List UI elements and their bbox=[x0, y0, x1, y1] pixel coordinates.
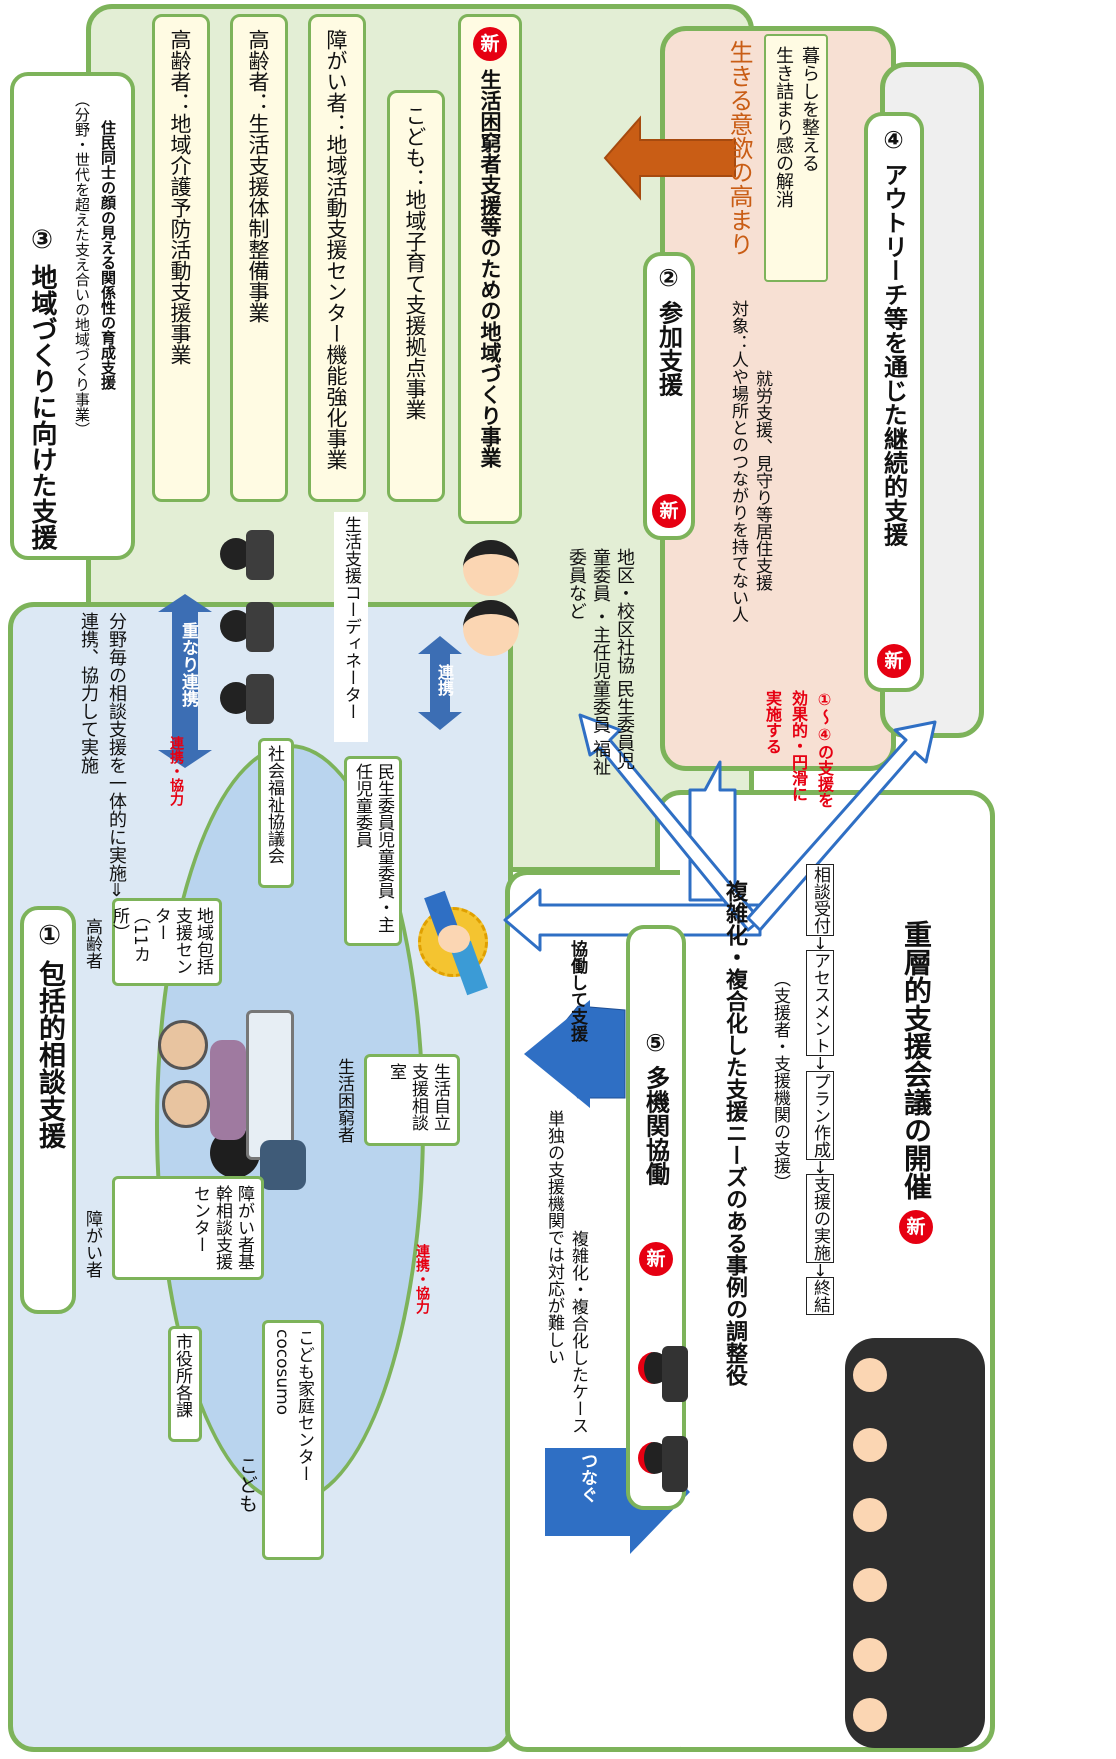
children-box: こども家庭センター cocosumo bbox=[262, 1320, 324, 1560]
elderly-label: 高齢者 bbox=[82, 918, 102, 969]
coordinators-illustration bbox=[210, 530, 280, 740]
effective-note: ①～④の支援を 効果的・円滑に 実施する bbox=[760, 690, 836, 810]
item-elderly-support-system: 高齢者：生活支援体制整備事業 bbox=[230, 14, 288, 502]
new-badge: 新 bbox=[639, 1242, 673, 1276]
section5-header: ⑤ 多機関協働 新 bbox=[626, 925, 686, 1510]
flow-step: アセスメント bbox=[806, 950, 834, 1057]
meeting-group-illustration bbox=[845, 1338, 985, 1748]
renkei-arrow bbox=[418, 636, 462, 730]
cases-line1: 単独の支援機関では対応が難しい bbox=[544, 1110, 564, 1365]
item-elderly-prevention: 高齢者：地域介護予防活動支援事業 bbox=[152, 14, 210, 502]
elderly-box: 地域包括支援センター（11カ所） bbox=[109, 898, 222, 986]
kasanari-label: 重なり連携 bbox=[178, 622, 198, 707]
welfare-commissioner-box: 民生委員児童委員・主任児童委員 bbox=[344, 756, 402, 946]
children-label: こども bbox=[236, 1456, 258, 1513]
poverty-box: 生活自立支援相談室 bbox=[364, 1054, 460, 1146]
box-line1: 暮らしを整える bbox=[799, 46, 820, 172]
box-line2: 生き詰まり感の解消 bbox=[773, 46, 794, 208]
note-line1: ①～④の支援を bbox=[815, 690, 834, 808]
motivation-text: 生きる意欲の高まり bbox=[725, 40, 753, 256]
item-poverty-text: 生活困窮者支援等のための地域づくり事業 bbox=[478, 69, 502, 468]
renkei-top: 連携・協力 bbox=[168, 736, 184, 806]
renkei-bottom: 連携・協力 bbox=[414, 1244, 430, 1314]
section1-header: ① 包括的相談支援 bbox=[20, 906, 76, 1314]
flow-arrow: → bbox=[810, 1262, 830, 1277]
flow-step: 相談受付 bbox=[806, 864, 834, 936]
support-note: （支援者・支援機関の支援） bbox=[770, 970, 790, 1191]
staff-illustration bbox=[632, 1346, 692, 1506]
meeting-row: 重層的支援会議の開催 新 bbox=[896, 920, 936, 1300]
note-line3: 実施する bbox=[763, 690, 782, 754]
section2-header: ② 参加支援 新 bbox=[643, 252, 695, 540]
community-members-illustration bbox=[455, 540, 535, 660]
new-badge: 新 bbox=[652, 494, 686, 528]
council-box: 社会福祉協議会 bbox=[258, 738, 294, 888]
section3-subtitle2: 住民同士の顔の見える関係性の育成支援 bbox=[99, 120, 117, 390]
kyodo-arrow-head bbox=[524, 1000, 590, 1108]
participation-target: 対象：人や場所とのつながりを持てない人 bbox=[728, 300, 748, 623]
item-poverty-community: 新 生活困窮者支援等のための地域づくり事業 bbox=[458, 14, 522, 524]
new-badge: 新 bbox=[473, 27, 507, 61]
city-office-box: 市役所各課 bbox=[168, 1326, 202, 1442]
counselor-illustration bbox=[150, 1010, 310, 1190]
new-badge: 新 bbox=[877, 644, 911, 678]
flow-step: プラン作成 bbox=[806, 1070, 834, 1160]
flow-arrow: → bbox=[810, 1056, 830, 1071]
disability-box: 障がい者基幹相談支援センター bbox=[112, 1176, 264, 1280]
white-radial-arrows bbox=[503, 713, 937, 952]
coordinator-label: 生活支援コーディネーター bbox=[334, 512, 368, 742]
participation-detail: 就労支援、見守り等居住支援 bbox=[752, 370, 772, 591]
poverty-label: 生活困窮者 bbox=[334, 1058, 354, 1143]
item-children-hub: こども：地域子育て支援拠点事業 bbox=[387, 90, 445, 502]
kasanari-arrow bbox=[158, 594, 212, 768]
section1-desc: 分野毎の相談支援を一体的に実施⇒連携、協力して実施 bbox=[78, 612, 127, 898]
section2-title: ② 参加支援 bbox=[654, 264, 683, 397]
section3-subtitle: （分野・世代を超えた支え合いの地域づくり事業） bbox=[73, 92, 91, 437]
item-disability-center: 障がい者：地域活動支援センター機能強化事業 bbox=[308, 14, 366, 502]
tsunagu-label: つなぐ bbox=[577, 1452, 597, 1503]
renkei-label: 連携 bbox=[435, 664, 454, 696]
orange-arrow bbox=[603, 115, 736, 201]
meeting-title: 重層的支援会議の開催 bbox=[900, 920, 933, 1200]
motivation-box: 暮らしを整える 生き詰まり感の解消 bbox=[764, 34, 828, 282]
coordinator-role: 複雑化・複合化した支援ニーズのある事例の調整役 bbox=[722, 880, 747, 1386]
community-members-label: 地区・校区社協 民生委員児童委員 ・主任児童委員 福祉委員など bbox=[566, 548, 635, 776]
disability-label: 障がい者 bbox=[82, 1210, 102, 1278]
section1-title: ① 包括的相談支援 bbox=[34, 920, 65, 1150]
note-line2: 効果的・円滑に bbox=[789, 690, 808, 802]
handshake-icon bbox=[408, 890, 498, 996]
flow-arrow: → bbox=[810, 936, 830, 951]
new-badge: 新 bbox=[899, 1210, 933, 1244]
section4-title: ④ アウトリーチ等を通じた継続的支援 bbox=[879, 126, 908, 547]
flow-arrow: → bbox=[810, 1159, 830, 1174]
section5-title: ⑤ 多機関協働 bbox=[641, 1029, 670, 1186]
flow-step: 終結 bbox=[806, 1277, 834, 1315]
process-flow: 相談受付 → アセスメント → プラン作成 → 支援の実施 → 終結 bbox=[806, 864, 834, 1315]
section4-header: ④ アウトリーチ等を通じた継続的支援 新 bbox=[864, 112, 924, 692]
section3-header: ③ 地域づくりに向けた支援 bbox=[10, 72, 135, 560]
section3-title: ③ 地域づくりに向けた支援 bbox=[27, 224, 57, 550]
flow-step: 支援の実施 bbox=[806, 1173, 834, 1263]
kyodo-label: 協働して支援 bbox=[567, 940, 587, 1042]
cases-line2: 複雑化・複合化したケース bbox=[568, 1230, 588, 1434]
